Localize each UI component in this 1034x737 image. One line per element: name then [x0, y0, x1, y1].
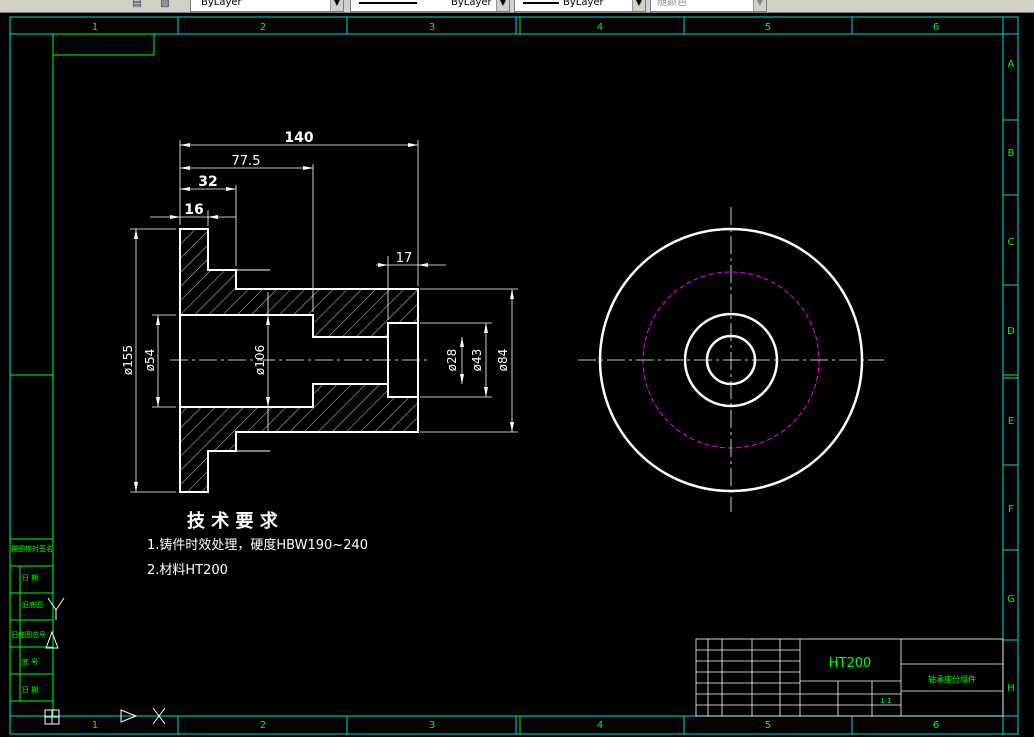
- col-label-6: 6: [933, 22, 939, 33]
- color-select[interactable]: 随颜色 ▼: [650, 0, 767, 12]
- plotstyle-value: ByLayer: [563, 0, 604, 8]
- tech-req-title: 技 术 要 求: [187, 510, 279, 532]
- row-label-b: B: [1008, 148, 1015, 159]
- chevron-down-icon[interactable]: ▼: [632, 0, 645, 11]
- stamp-label-3: 旧底图: [22, 600, 43, 609]
- layer-manager-icon[interactable]: ▤: [132, 0, 142, 9]
- tech-req-item-2: 2.材料HT200: [147, 563, 228, 578]
- dim-140: 140: [284, 130, 313, 146]
- dim-32: 32: [198, 174, 217, 190]
- stamp-label-6: 日 期: [22, 686, 38, 694]
- dim-dia-106: ø106: [253, 345, 267, 375]
- row-label-a: A: [1008, 59, 1015, 70]
- row-label-d: D: [1007, 326, 1015, 337]
- dimension-texts: 140 77.5 32 16 17 ø155 ø54 ø106 ø28 ø43 …: [121, 130, 510, 375]
- plotstyle-select[interactable]: ByLayer ▼: [514, 0, 646, 12]
- col-label-4: 4: [597, 22, 603, 33]
- title-block: [695, 638, 1004, 717]
- dimension-lines: [130, 140, 518, 493]
- tech-req-item-1: 1.铸件时效处理，硬度HBW190~240: [147, 537, 368, 553]
- dim-dia-28: ø28: [445, 349, 459, 372]
- row-label-c: C: [1008, 237, 1015, 248]
- drawing-canvas[interactable]: 1 2 3 4 5 6 1 2 3 4 5 6 A B C D E F G H …: [0, 13, 1034, 737]
- linetype-value: ByLayer: [201, 0, 242, 8]
- row-label-g: G: [1007, 594, 1015, 605]
- stamp-label-1: 描图校对签名: [11, 544, 53, 553]
- ucs-icon: [44, 597, 166, 725]
- material-label: HT200: [829, 656, 872, 671]
- end-view[interactable]: [578, 207, 884, 512]
- title-block-text: HT200 轴承座分组件 1:1: [829, 656, 976, 705]
- lineweight-sample: [359, 2, 417, 4]
- col-label-2: 2: [260, 22, 266, 33]
- scale-value: 1:1: [880, 697, 891, 705]
- plotstyle-sample: [523, 2, 559, 4]
- lineweight-value: ByLayer: [451, 0, 492, 8]
- col-label-4-bottom: 4: [597, 720, 603, 731]
- linetype-select[interactable]: ByLayer ▼: [190, 0, 344, 12]
- lineweight-select[interactable]: ByLayer ▼: [350, 0, 510, 12]
- col-label-3-bottom: 3: [429, 720, 435, 731]
- col-label-1-bottom: 1: [92, 720, 98, 731]
- chevron-down-icon[interactable]: ▼: [496, 0, 509, 11]
- stamp-label-5: 底 号: [22, 657, 38, 666]
- dim-17: 17: [396, 251, 413, 266]
- col-label-5-bottom: 5: [765, 720, 771, 731]
- dim-dia-84: ø84: [496, 349, 510, 372]
- left-stamp-table: 描图校对签名 日 期 旧底图 旧底图总号 底 号 日 期: [9, 538, 54, 702]
- dim-dia-54: ø54: [143, 349, 157, 372]
- col-label-5: 5: [765, 22, 771, 33]
- row-label-e: E: [1008, 416, 1014, 427]
- technical-requirements: 技 术 要 求 1.铸件时效处理，硬度HBW190~240 2.材料HT200: [147, 510, 368, 578]
- section-view[interactable]: [170, 228, 430, 493]
- part-name: 轴承座分组件: [928, 674, 976, 684]
- col-label-1: 1: [92, 22, 98, 33]
- row-label-f: F: [1008, 504, 1014, 515]
- dim-16: 16: [184, 202, 203, 218]
- dim-dia-43: ø43: [470, 349, 484, 372]
- row-labels: A B C D E F G H: [1007, 59, 1015, 694]
- col-label-2-bottom: 2: [260, 720, 266, 731]
- col-label-6-bottom: 6: [933, 720, 939, 731]
- drawing-frame: [9, 16, 1019, 735]
- col-label-3: 3: [429, 22, 435, 33]
- chevron-down-icon[interactable]: ▼: [330, 0, 343, 11]
- stamp-label-4: 旧底图总号: [11, 630, 46, 639]
- properties-toolbar: ▤ ▧ ByLayer ▼ ByLayer ▼ ByLayer ▼ 随颜色 ▼: [0, 0, 1034, 13]
- row-label-h: H: [1007, 683, 1015, 694]
- dim-77-5: 77.5: [232, 154, 261, 169]
- color-value: 随颜色: [657, 0, 687, 8]
- chevron-down-icon[interactable]: ▼: [753, 0, 766, 11]
- dim-dia-155: ø155: [121, 345, 135, 375]
- stamp-label-2: 日 期: [22, 574, 38, 582]
- column-dividers: [177, 17, 1018, 734]
- column-labels: 1 2 3 4 5 6 1 2 3 4 5 6: [92, 22, 939, 731]
- dimension-arrows: [134, 143, 514, 492]
- layer-previous-icon[interactable]: ▧: [160, 0, 170, 9]
